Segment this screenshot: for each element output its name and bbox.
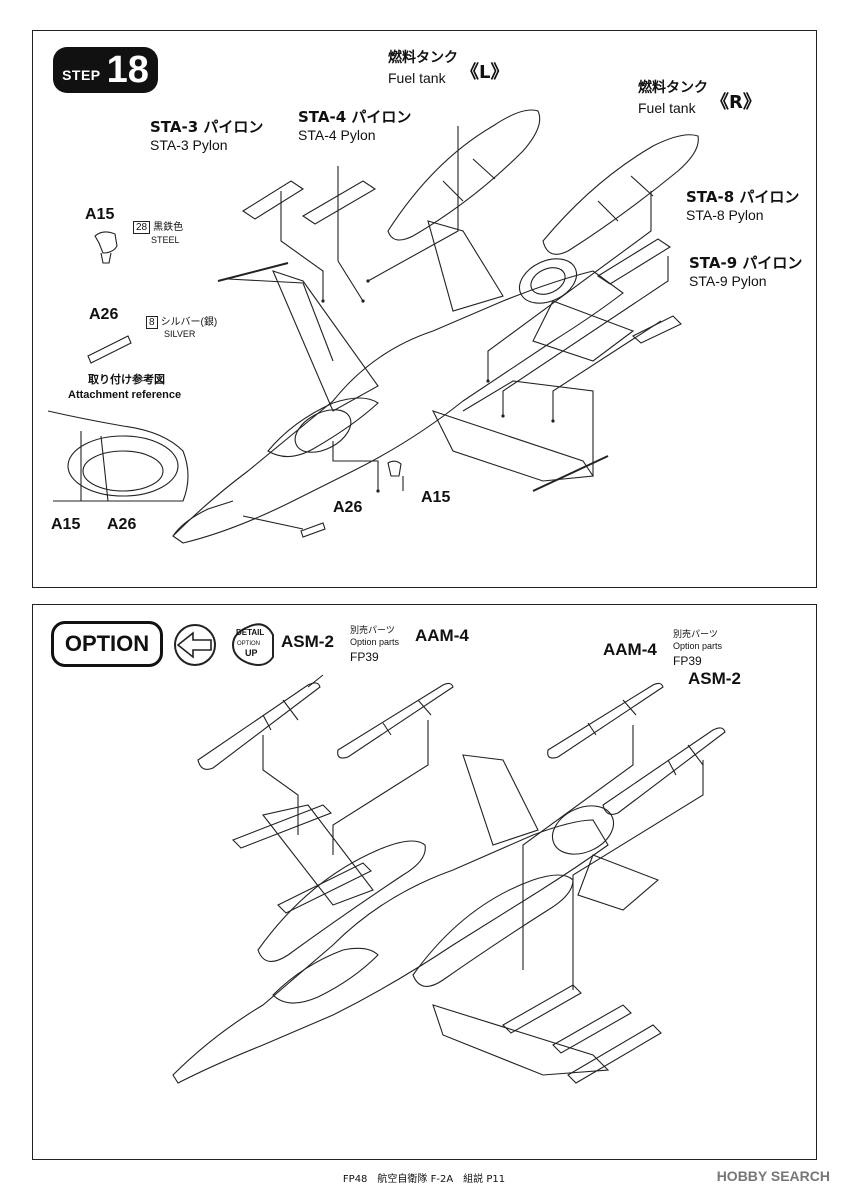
step-18-panel: STEP 18	[32, 30, 817, 588]
sta8-pylon-shape	[596, 238, 672, 285]
asm2-left-shape	[197, 674, 324, 770]
aircraft-nose	[172, 500, 234, 537]
aam4-left-note-en: Option parts	[350, 637, 400, 647]
detail-badge-top: DETAIL	[236, 628, 265, 637]
step-badge: STEP 18	[53, 47, 158, 93]
sta9-pylon-shape	[632, 315, 682, 344]
fuel-tank-left-en: Fuel tank	[388, 70, 446, 86]
a26-part-shape	[300, 522, 326, 538]
fuel-tank-right-mark: 《R》	[711, 92, 761, 113]
aam4-right-note-jp: 別売パーツ	[673, 630, 718, 640]
horizontal-stabilizer	[532, 300, 635, 362]
detail-badge-bottom: UP	[245, 648, 258, 658]
step-18-diagram	[47, 109, 699, 544]
sta4-pylon-jp: STA-4 パイロン	[298, 108, 412, 126]
fuel-tank-left-mark: 《L》	[461, 62, 509, 83]
option-left-wing	[262, 804, 374, 906]
option-horizontal-stabilizer	[577, 854, 660, 911]
step-word: STEP	[62, 67, 101, 83]
callout-a26: A26	[333, 499, 363, 516]
detail-badge-mid: OPTION	[237, 641, 261, 647]
left-wing	[272, 270, 379, 412]
fuel-tank-right-en: Fuel tank	[638, 100, 696, 116]
inset-label-a26: A26	[107, 516, 137, 533]
vertical-tail	[427, 220, 504, 312]
asm2-left-label: ASM-2	[281, 632, 334, 651]
a15-legend-id: A15	[85, 206, 115, 223]
detail-up-badge-icon	[231, 623, 274, 666]
asm2-right-label: ASM-2	[688, 669, 741, 688]
aam4-left-shape	[337, 682, 454, 759]
option-aircraft-canopy	[272, 947, 379, 1004]
sta9-pylon-en: STA-9 Pylon	[689, 273, 767, 289]
fuel-tank-right-shape	[542, 134, 699, 255]
watermark: HOBBY SEARCH	[716, 1168, 830, 1184]
fuel-tank-right-jp: 燃料タンク	[638, 80, 708, 96]
cockpit-frame	[294, 409, 352, 453]
engine-nozzle	[518, 258, 578, 304]
a26-color-en: SILVER	[164, 329, 196, 339]
aam4-right-note-en: Option parts	[673, 641, 723, 651]
aircraft-fuselage	[172, 270, 624, 544]
option-right-wing	[432, 1004, 610, 1076]
sta8-pylon-en: STA-8 Pylon	[686, 207, 764, 223]
asm2-right-shape	[602, 727, 726, 815]
right-wing	[431, 410, 594, 482]
a15-color-jp: 黒鉄色	[153, 222, 184, 234]
attachment-inset	[47, 410, 189, 502]
a26-legend-id: A26	[89, 306, 119, 323]
option-diagram	[172, 623, 726, 1084]
a15-color-number: 28	[133, 221, 151, 234]
a26-color-number: 8	[146, 316, 158, 329]
aircraft-canopy	[267, 397, 379, 458]
option-aircraft-fuselage	[172, 819, 609, 1084]
aam4-left-code: FP39	[350, 650, 379, 664]
aam4-right-shape	[547, 682, 664, 759]
sta4-pylon-shape	[301, 180, 377, 225]
aam4-left-label: AAM-4	[415, 626, 469, 645]
fuel-tank-left-shape	[387, 109, 541, 241]
aam4-left-note-jp: 別売パーツ	[350, 626, 395, 636]
a26-color-jp: シルバー(銀)	[160, 317, 218, 329]
sta9-pylon-jp: STA-9 パイロン	[689, 254, 803, 272]
aam4-right-label: AAM-4	[603, 640, 657, 659]
sta3-pylon-en: STA-3 Pylon	[150, 137, 228, 153]
a15-part-shape	[387, 460, 402, 477]
sta8-pylon-jp: STA-8 パイロン	[686, 188, 800, 206]
option-badge: OPTION	[51, 621, 163, 667]
attach-ref-en: Attachment reference	[68, 389, 182, 401]
sta3-pylon-shape	[241, 180, 305, 220]
sta3-pylon-jp: STA-3 パイロン	[150, 118, 264, 136]
step-number: 18	[106, 48, 149, 91]
inset-label-a15: A15	[51, 516, 81, 533]
option-panel: OPTION	[32, 604, 817, 1160]
a15-color-en: STEEL	[151, 235, 180, 245]
page-footer: FP48 航空自衛隊 F-2A 組説 P11	[342, 1174, 506, 1185]
option-vertical-tail	[462, 754, 539, 846]
aam4-right-code: FP39	[673, 654, 702, 668]
fuel-tank-left-jp: 燃料タンク	[388, 50, 458, 66]
attach-ref-jp: 取り付け参考図	[88, 373, 165, 386]
sta4-pylon-en: STA-4 Pylon	[298, 127, 376, 143]
option-engine-nozzle	[551, 805, 615, 855]
callout-a15: A15	[421, 489, 451, 506]
option-arrow-icon	[174, 624, 216, 666]
